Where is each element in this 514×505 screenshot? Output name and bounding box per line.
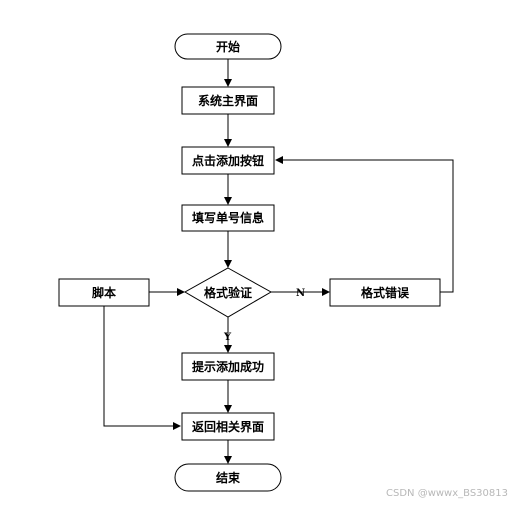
node-return-page-label: 返回相关界面 bbox=[192, 419, 264, 434]
node-click-add-label: 点击添加按钮 bbox=[192, 153, 264, 168]
node-click-add: 点击添加按钮 bbox=[181, 146, 275, 175]
node-add-success: 提示添加成功 bbox=[181, 352, 275, 381]
connectors bbox=[103, 59, 454, 464]
watermark: CSDN @wwwx_BS30813 bbox=[386, 488, 508, 499]
node-script-label: 脚本 bbox=[92, 285, 116, 300]
node-end-label: 结束 bbox=[216, 470, 241, 485]
edge-label-no: N bbox=[296, 288, 305, 299]
node-add-success-label: 提示添加成功 bbox=[192, 359, 264, 374]
node-main-ui-label: 系统主界面 bbox=[198, 93, 258, 108]
edge-script-to-return bbox=[103, 306, 181, 430]
node-fill-info: 填写单号信息 bbox=[181, 204, 275, 232]
node-fill-info-label: 填写单号信息 bbox=[192, 210, 264, 225]
node-validate-label: 格式验证 bbox=[204, 285, 252, 300]
node-format-error-label: 格式错误 bbox=[361, 285, 410, 300]
node-script: 脚本 bbox=[58, 278, 150, 307]
node-end: 结束 bbox=[174, 463, 282, 492]
node-start-label: 开始 bbox=[216, 39, 240, 54]
node-main-ui: 系统主界面 bbox=[181, 86, 275, 115]
node-start: 开始 bbox=[174, 33, 282, 60]
node-validate: 格式验证 bbox=[183, 267, 273, 318]
edge-error-to-click bbox=[275, 156, 454, 293]
edge-label-yes: Y bbox=[223, 332, 232, 343]
node-format-error: 格式错误 bbox=[329, 278, 441, 307]
node-return-page: 返回相关界面 bbox=[181, 412, 275, 441]
